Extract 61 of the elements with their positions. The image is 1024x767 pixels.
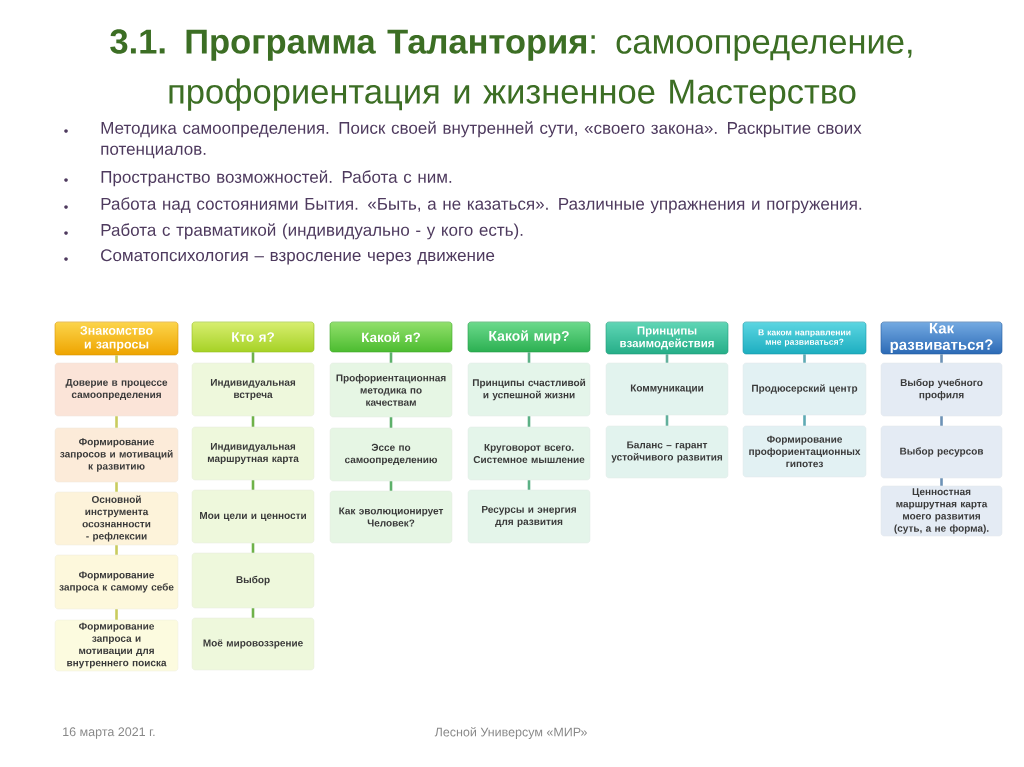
connector	[389, 417, 393, 428]
bullet-text: Методика самоопределения. Поиск своей внутренней сути, «своего закона». Раскрытие своих потенциалов.	[101, 121, 862, 159]
header-box: Кто я?	[191, 321, 315, 353]
connector	[389, 352, 393, 363]
list-box: Ресурсы и энергия для развития	[467, 489, 591, 544]
list-box: Индивидуальная маршрутная карта	[191, 426, 315, 481]
list-box: Коммуникации	[605, 362, 729, 416]
connector	[527, 480, 531, 490]
connector	[527, 416, 531, 427]
connector	[115, 545, 118, 555]
list-box: Выбор учебного профиля	[880, 362, 1003, 417]
list-box: Моё мировоззрение	[191, 617, 315, 671]
connector	[803, 415, 806, 426]
connector	[251, 608, 255, 618]
connector	[665, 354, 669, 363]
list-box: Как эволюционирует Человек?	[329, 490, 453, 544]
connector	[115, 609, 118, 620]
connector	[527, 352, 531, 363]
list-box: Формирование запроса к самому себе	[54, 554, 179, 610]
connector	[251, 480, 255, 490]
header-box: Принципы взаимодействия	[605, 321, 729, 355]
list-box: Формирование профориентационных гипотез	[742, 425, 867, 478]
list-box: Эссе по самоопределению	[329, 427, 453, 482]
connector	[115, 482, 118, 492]
list-box: Выбор	[191, 552, 315, 609]
list-box: Профориентационная методика по качествам	[329, 362, 453, 418]
connector	[115, 355, 118, 363]
connector	[940, 354, 943, 363]
header-box: Знакомство и запросы	[54, 321, 179, 356]
connector	[251, 352, 255, 363]
list-box: Индивидуальная встреча	[191, 362, 315, 417]
list-box: Баланс – гарант устойчивого развития	[605, 425, 729, 479]
connector	[251, 416, 255, 427]
list-box: Формирование запросов и мотиваций к развитию	[54, 427, 179, 483]
connector	[940, 416, 943, 426]
list-box: Доверие в процессе самоопределения	[54, 362, 179, 417]
connector	[940, 478, 943, 486]
list-box: Формирование запроса и мотивации для внутреннего поиска	[54, 619, 179, 672]
list-box: Круговорот всего. Системное мышление	[467, 426, 591, 481]
list-box: Выбор ресурсов	[880, 425, 1003, 479]
header-box: Какой мир?	[467, 321, 591, 353]
list-box: Принципы счастливой и успешной жизни	[467, 362, 591, 417]
list-box: Мои цели и ценности	[191, 489, 315, 544]
title: 3.1. Программа Талантория: самоопределение, профориентация и жизненное Мастерство	[110, 29, 912, 111]
footer-text: Лесной Универсум «МИР»	[434, 727, 587, 739]
connector	[115, 416, 118, 428]
bullet-text: Работа над состояниями Бытия. «Быть, а не казаться». Различные упражнения и погружения.	[101, 197, 862, 214]
list-box: Основной инструмента осознанности - рефлексии	[54, 491, 179, 546]
connector	[803, 354, 806, 363]
header-box: Как развиваться?	[880, 321, 1003, 355]
header-box: В каком направлении мне развиваться?	[742, 321, 867, 355]
bullet-text: Соматопсихология – взросление через движение	[101, 249, 495, 265]
connector	[389, 481, 393, 491]
bullet-text: Пространство возможностей. Работа с ним.	[101, 170, 452, 187]
connector	[665, 415, 669, 426]
footer-text: 16 марта 2021 г.	[63, 727, 155, 739]
list-box: Ценностная маршрутная карта моего развития (суть, а не форма).	[880, 485, 1003, 537]
list-box: Продюсерский центр	[742, 362, 867, 416]
connector	[251, 543, 255, 553]
header-box: Какой я?	[329, 321, 453, 353]
bullet-text: Работа с травматикой (индивидуально - у кого есть).	[101, 223, 523, 240]
